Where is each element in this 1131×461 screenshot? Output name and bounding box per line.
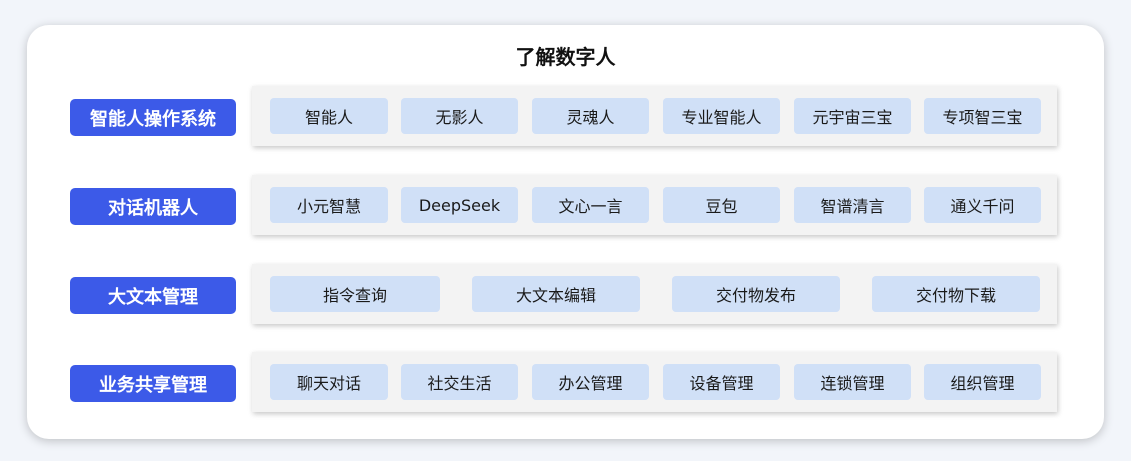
row-chatbot: 对话机器人 小元智慧 DeepSeek 文心一言 豆包 智谱清言 通义千问 <box>27 175 1104 237</box>
item-chip: 智能人 <box>270 98 388 134</box>
item-chip: 组织管理 <box>924 364 1041 400</box>
item-chip: 社交生活 <box>401 364 518 400</box>
item-chip: 设备管理 <box>663 364 780 400</box>
row-panel: 指令查询 大文本编辑 交付物发布 交付物下载 <box>252 264 1057 324</box>
item-chip: 交付物下载 <box>872 276 1040 312</box>
item-chip: 文心一言 <box>532 187 649 223</box>
item-chip: 专项智三宝 <box>924 98 1041 134</box>
item-chip: 通义千问 <box>924 187 1041 223</box>
row-panel: 聊天对话 社交生活 办公管理 设备管理 连锁管理 组织管理 <box>252 352 1057 412</box>
item-chip: 无影人 <box>401 98 518 134</box>
item-chip: 连锁管理 <box>794 364 911 400</box>
item-chip: 聊天对话 <box>270 364 388 400</box>
row-os: 智能人操作系统 智能人 无影人 灵魂人 专业智能人 元宇宙三宝 专项智三宝 <box>27 86 1104 148</box>
item-chip: 交付物发布 <box>672 276 840 312</box>
row-label: 对话机器人 <box>70 188 236 225</box>
item-chip: 大文本编辑 <box>472 276 640 312</box>
row-panel: 智能人 无影人 灵魂人 专业智能人 元宇宙三宝 专项智三宝 <box>252 86 1057 146</box>
item-chip: 元宇宙三宝 <box>794 98 911 134</box>
diagram-card: 了解数字人 智能人操作系统 智能人 无影人 灵魂人 专业智能人 元宇宙三宝 专项… <box>27 25 1104 439</box>
item-chip: 智谱清言 <box>794 187 911 223</box>
row-business: 业务共享管理 聊天对话 社交生活 办公管理 设备管理 连锁管理 组织管理 <box>27 352 1104 414</box>
item-chip: 灵魂人 <box>532 98 649 134</box>
item-chip: DeepSeek <box>401 187 518 223</box>
item-chip: 指令查询 <box>270 276 440 312</box>
diagram-title: 了解数字人 <box>515 45 616 69</box>
item-chip: 专业智能人 <box>663 98 780 134</box>
row-label: 业务共享管理 <box>70 365 236 402</box>
item-chip: 办公管理 <box>532 364 649 400</box>
row-label: 大文本管理 <box>70 277 236 314</box>
row-text: 大文本管理 指令查询 大文本编辑 交付物发布 交付物下载 <box>27 264 1104 326</box>
item-chip: 豆包 <box>663 187 780 223</box>
item-chip: 小元智慧 <box>270 187 388 223</box>
row-panel: 小元智慧 DeepSeek 文心一言 豆包 智谱清言 通义千问 <box>252 175 1057 235</box>
row-label: 智能人操作系统 <box>70 99 236 136</box>
